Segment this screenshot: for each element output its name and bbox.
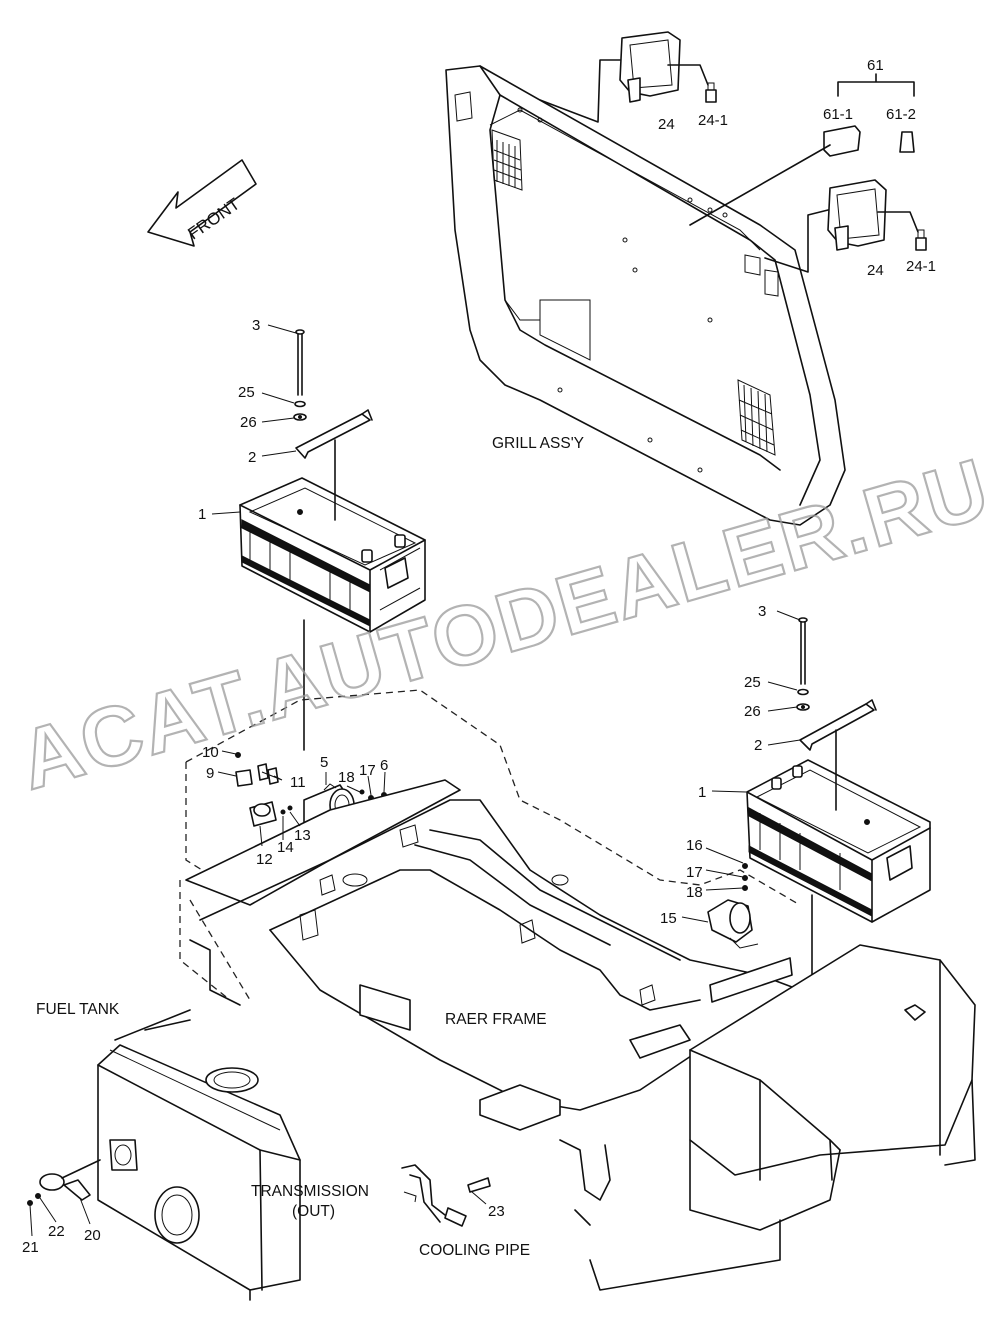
hold-down-bracket-right — [799, 699, 877, 811]
callout-9: 9 — [206, 765, 214, 782]
hydraulic-tank — [559, 944, 976, 1291]
work-lamp-right — [764, 179, 919, 273]
callout-24-right: 24 — [867, 262, 884, 279]
caption-fuel-tank: FUEL TANK — [36, 1001, 120, 1018]
caption-transmission: TRANSMISSION — [251, 1183, 369, 1200]
callout-17-left: 17 — [359, 762, 376, 779]
callout-21: 21 — [22, 1239, 39, 1256]
callout-24-top: 24 — [658, 116, 675, 133]
rear-frame — [179, 689, 801, 1131]
grill-holes — [517, 107, 728, 473]
callout-12: 12 — [256, 851, 273, 868]
battery-left — [239, 477, 426, 633]
fuel-tank — [97, 1009, 301, 1301]
leader-lines — [29, 324, 801, 1237]
callout-23: 23 — [488, 1203, 505, 1220]
grill-mesh-top — [491, 129, 523, 191]
front-direction-arrow: FRONT — [147, 159, 257, 247]
callout-24-1-right: 24-1 — [906, 258, 936, 275]
battery-right — [746, 759, 931, 923]
callout-16: 16 — [686, 837, 703, 854]
callout-25-left: 25 — [238, 384, 255, 401]
callout-61-2: 61-2 — [886, 106, 916, 123]
caption-transmission-out: (OUT) — [292, 1203, 335, 1220]
callout-3-left: 3 — [252, 317, 260, 334]
callout-13: 13 — [294, 827, 311, 844]
callout-18-left: 18 — [338, 769, 355, 786]
hold-down-bracket-left — [295, 409, 373, 521]
callout-26-left: 26 — [240, 414, 257, 431]
fuel-sender-20 — [27, 1159, 101, 1206]
captions: GRILL ASS'Y FUEL TANK RAER FRAME TRANSMI… — [36, 435, 584, 1259]
cooling-pipe — [401, 1164, 491, 1227]
lamp-bulb-24-1-right — [915, 229, 927, 251]
grill-assembly — [445, 65, 846, 526]
callout-61: 61 — [867, 57, 884, 74]
callout-24-1-top: 24-1 — [698, 112, 728, 129]
callout-6: 6 — [380, 757, 388, 774]
callout-61-1: 61-1 — [823, 106, 853, 123]
horn-15 — [707, 863, 759, 949]
caption-rear-frame: RAER FRAME — [445, 1011, 547, 1028]
rod-bolt-left — [293, 329, 307, 751]
callout-17-right: 17 — [686, 864, 703, 881]
caption-cooling-pipe: COOLING PIPE — [419, 1242, 530, 1259]
work-lamp-top — [539, 31, 709, 123]
marker-lamp-61 — [689, 73, 915, 226]
callout-1-right: 1 — [698, 784, 706, 801]
grill-mesh-bottom — [737, 379, 776, 456]
callout-2-right: 2 — [754, 737, 762, 754]
callout-15: 15 — [660, 910, 677, 927]
callout-26-right: 26 — [744, 703, 761, 720]
caption-grill: GRILL ASS'Y — [492, 435, 584, 452]
callout-3-right: 3 — [758, 603, 766, 620]
lamp-bulb-24-1-top — [705, 82, 717, 103]
callout-20: 20 — [84, 1227, 101, 1244]
callout-10: 10 — [202, 744, 219, 761]
callout-25-right: 25 — [744, 674, 761, 691]
callout-2-left: 2 — [248, 449, 256, 466]
callout-5: 5 — [320, 754, 328, 771]
callout-11: 11 — [290, 774, 306, 791]
callout-22: 22 — [48, 1223, 65, 1240]
callout-numbers: 3 25 26 2 1 3 25 26 2 1 16 17 18 15 10 9… — [22, 57, 936, 1256]
callout-14: 14 — [277, 839, 294, 856]
callout-18-right: 18 — [686, 884, 703, 901]
watermark-text: ACAT.AUTODEALER.RU — [9, 440, 1000, 807]
callout-1-left: 1 — [198, 506, 206, 523]
